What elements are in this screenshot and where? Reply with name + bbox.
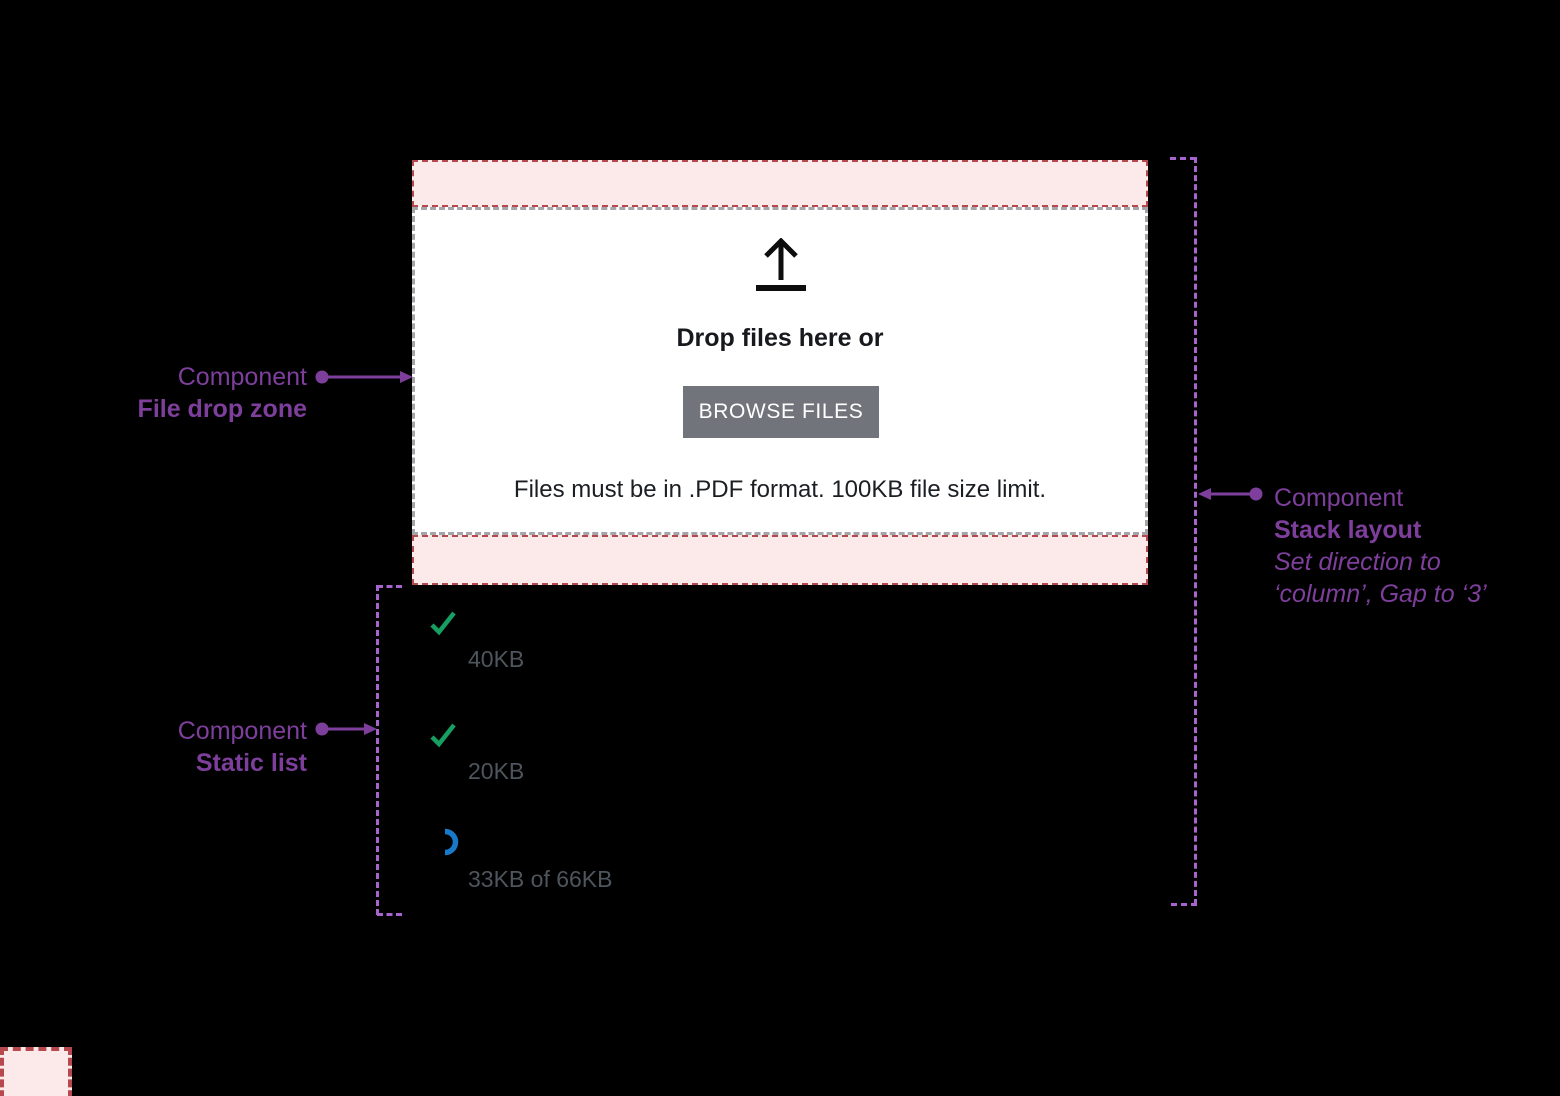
annotation-arrow-right-icon	[314, 720, 378, 743]
annotation-stack-layout: Component Stack layout Set direction to …	[1274, 482, 1487, 610]
dropzone-title: Drop files here or	[676, 324, 884, 352]
file-drop-zone: Drop files here or BROWSE FILES Files mu…	[412, 160, 1148, 585]
dropzone-padding-top	[412, 160, 1148, 207]
dropzone-padding-bottom	[412, 535, 1148, 585]
static-list-bracket-top	[377, 585, 402, 588]
upload-progress-label: 33KB of 66KB	[468, 866, 613, 892]
stack-layout-bracket-line	[1194, 157, 1197, 905]
annotation-kicker: Component	[177, 363, 307, 391]
stack-layout-bracket-top	[1170, 157, 1196, 160]
annotation-component-name: Static list	[195, 749, 307, 777]
static-list-bracket-bottom	[377, 913, 402, 916]
static-list-bracket-line	[376, 585, 379, 915]
stack-layout-bracket-bottom	[1171, 903, 1197, 906]
annotation-note-line1: Set direction to	[1274, 548, 1441, 576]
annotation-static-list: Component Static list	[60, 715, 307, 779]
dropzone-hint: Files must be in .PDF format. 100KB file…	[513, 476, 1047, 503]
file-size-label: 20KB	[468, 758, 525, 784]
annotation-kicker: Component	[177, 717, 307, 745]
padding-swatch	[0, 1047, 72, 1096]
annotation-kicker: Component	[1274, 484, 1404, 512]
check-icon	[429, 720, 457, 755]
annotation-arrow-left-icon	[1196, 485, 1264, 508]
spinner-icon	[431, 828, 459, 861]
upload-icon	[755, 237, 807, 297]
annotation-file-drop-zone: Component File drop zone	[60, 361, 307, 425]
annotation-note-line2: ‘column’, Gap to ‘3’	[1274, 580, 1487, 608]
check-icon	[429, 608, 457, 643]
file-size-label: 40KB	[468, 646, 525, 672]
annotation-arrow-right-icon	[314, 368, 414, 391]
annotation-component-name: File drop zone	[137, 395, 307, 423]
annotation-component-name: Stack layout	[1274, 516, 1422, 544]
browse-files-button[interactable]: BROWSE FILES	[683, 386, 879, 438]
dropzone-drop-target[interactable]: Drop files here or BROWSE FILES Files mu…	[412, 207, 1148, 535]
